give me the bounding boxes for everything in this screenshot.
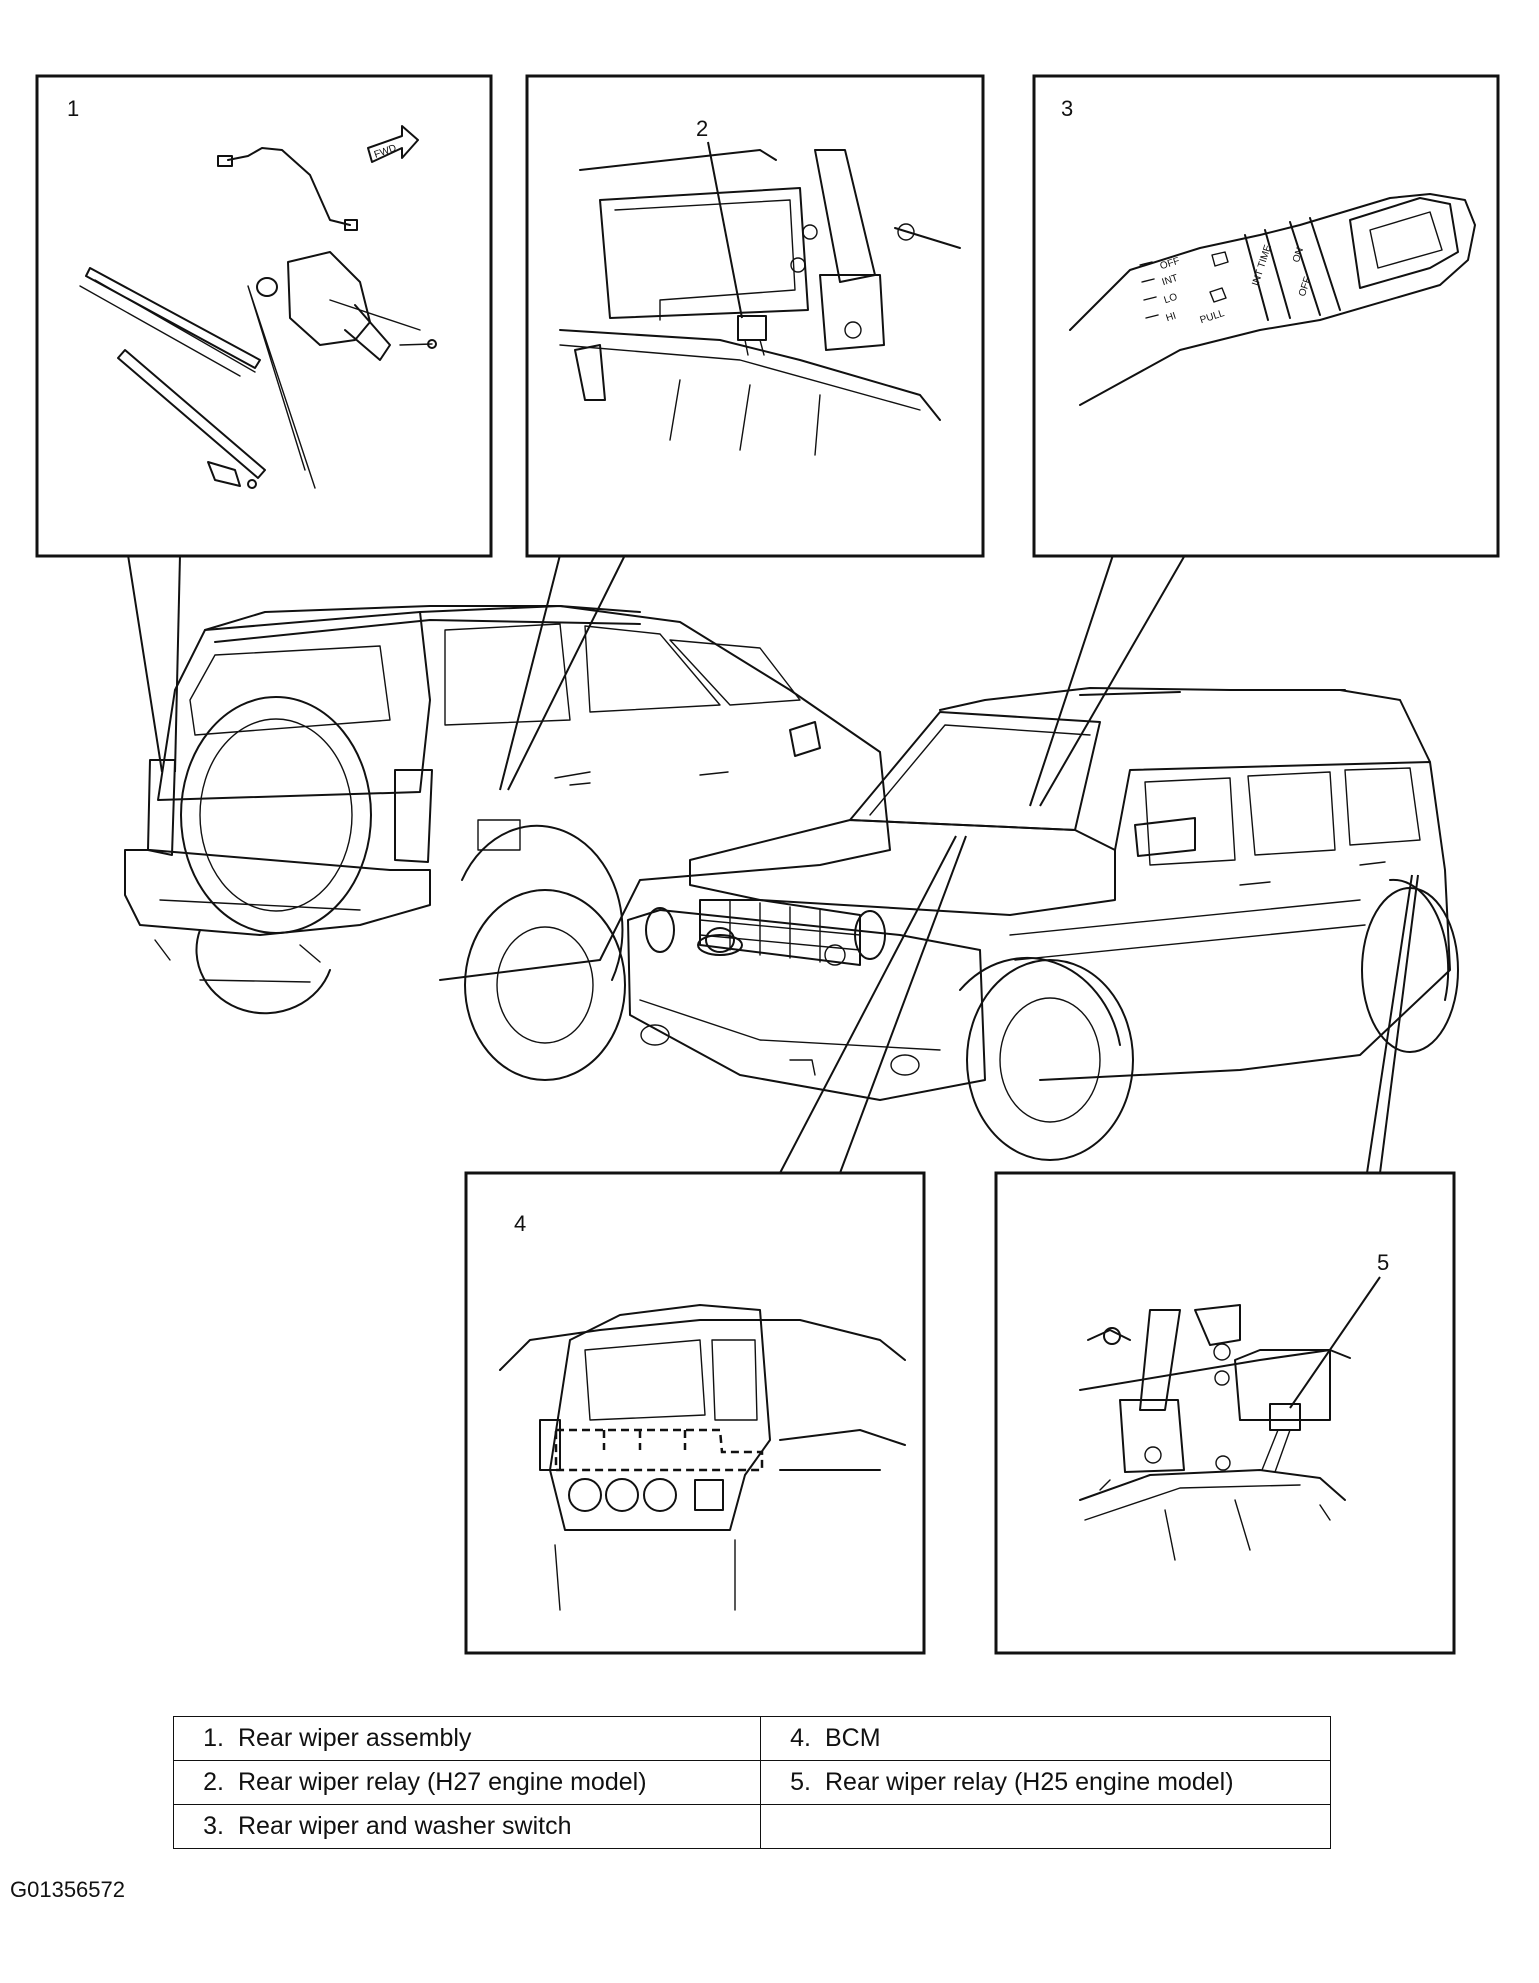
legend-cell: 1. Rear wiper assembly [173,1716,761,1761]
legend-row: 1. Rear wiper assembly 4. BCM [173,1716,1331,1761]
switch-label-hi: HI [1165,311,1178,325]
switch-label-lo: LO [1163,292,1179,307]
legend-cell: 2. Rear wiper relay (H27 engine model) [173,1760,761,1805]
legend-cell: 3. Rear wiper and washer switch [173,1804,761,1849]
legend-number: 5. [790,1768,811,1796]
panel-5-rear-wiper-relay-h25: 5 [994,1171,1456,1655]
panel-3-rear-wiper-washer-switch: 3 OFF INT LO HI PULL INT TIME ON OFF [1032,74,1500,558]
legend-cell: 5. Rear wiper relay (H25 engine model) [760,1760,1331,1805]
panel-1-number: 1 [67,96,79,121]
legend-number: 4. [790,1724,811,1752]
legend-row: 3. Rear wiper and washer switch [173,1804,1331,1849]
switch-label-on: ON [1291,246,1306,264]
legend-text: Rear wiper relay (H25 engine model) [825,1768,1234,1796]
front-vehicle-illustration [627,687,1459,1161]
panel-5-number: 5 [1377,1250,1389,1275]
panel-1-rear-wiper-assembly: 1 FWD [35,74,493,558]
rear-vehicle-illustration [124,605,891,1081]
legend-number: 1. [203,1724,224,1752]
panel-4-bcm: 4 [464,1171,926,1655]
switch-label-int: INT [1161,273,1180,288]
legend-text: BCM [825,1724,881,1752]
legend-row: 2. Rear wiper relay (H27 engine model) 5.… [173,1760,1331,1805]
legend-number: 3. [203,1812,224,1840]
legend-text: Rear wiper assembly [238,1724,472,1752]
panel-2-number: 2 [696,116,708,141]
figure-id: G01356572 [10,1877,125,1902]
panel-4-number: 4 [514,1211,526,1236]
leader-lines [127,554,1419,1174]
panel-2-rear-wiper-relay-h27: 2 [525,74,985,558]
legend-number: 2. [203,1768,224,1796]
legend-text: Rear wiper relay (H27 engine model) [238,1768,647,1796]
legend-cell [760,1804,1331,1849]
legend-cell: 4. BCM [760,1716,1331,1761]
panel-3-number: 3 [1061,96,1073,121]
legend-text: Rear wiper and washer switch [238,1812,572,1840]
legend-table: 1. Rear wiper assembly 4. BCM 2. Rear wiper… [173,1716,1331,1849]
